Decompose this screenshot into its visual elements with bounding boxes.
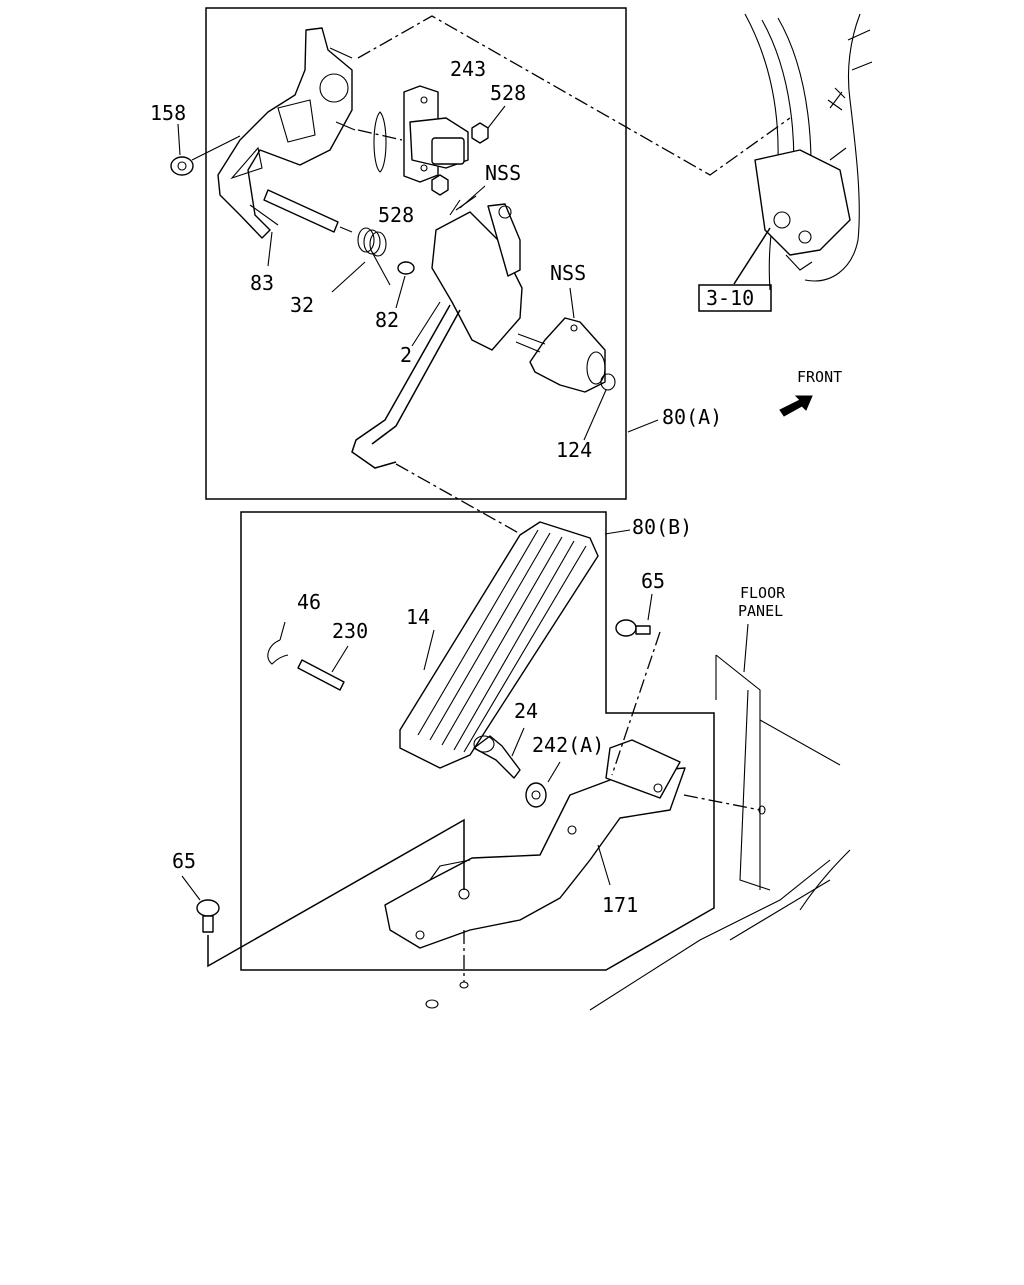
- label-nss-lower: NSS: [550, 261, 586, 285]
- ref-leader: [733, 227, 771, 285]
- label-24: 24: [514, 699, 538, 723]
- label-floor: FLOOR: [740, 584, 786, 602]
- ref-box: [698, 284, 772, 312]
- label-158: 158: [150, 101, 186, 125]
- leaders-lower: [181, 529, 766, 1009]
- floor-panel: [589, 654, 851, 1011]
- label-ref-3-10: 3-10: [706, 286, 754, 310]
- front-arrow-icon: [779, 395, 813, 417]
- label-243: 243: [450, 57, 486, 81]
- label-528-lower: 528: [378, 203, 414, 227]
- label-14: 14: [406, 605, 430, 629]
- label-82: 82: [375, 308, 399, 332]
- screw-65-upper: [615, 619, 651, 637]
- label-2: 2: [400, 343, 412, 367]
- label-242a: 242(A): [532, 733, 604, 757]
- label-230: 230: [332, 619, 368, 643]
- clip-46: [267, 639, 289, 665]
- label-80b: 80(B): [632, 515, 692, 539]
- label-124: 124: [556, 438, 592, 462]
- label-65-upper: 65: [641, 569, 665, 593]
- label-171: 171: [602, 893, 638, 917]
- pedal-arm-2: [351, 195, 523, 469]
- accelerator-position-sensor: [373, 85, 469, 183]
- label-nss-upper: NSS: [485, 161, 521, 185]
- pedal-bracket-171: [384, 739, 686, 949]
- bushing-82: [397, 261, 415, 275]
- frame-80a: [205, 7, 627, 500]
- label-528-upper: 528: [490, 81, 526, 105]
- label-front: FRONT: [797, 368, 842, 386]
- shaft: [263, 189, 353, 233]
- pedal-pad-14: [399, 521, 599, 769]
- label-83: 83: [250, 271, 274, 295]
- screw-65-lower: [196, 899, 220, 933]
- frame-80b: [240, 511, 715, 971]
- label-panel: PANEL: [738, 602, 783, 620]
- pivot-nss: [515, 317, 616, 393]
- bolt-24: [473, 735, 521, 779]
- nut-528-lower: [431, 174, 449, 196]
- nut-158: [170, 123, 241, 176]
- label-46: 46: [297, 590, 321, 614]
- pedal-bracket: [217, 27, 353, 239]
- nut-528-upper: [471, 105, 506, 144]
- spring-32: [357, 227, 387, 257]
- dashdot-leader-top: [357, 15, 791, 176]
- label-80a: 80(A): [662, 405, 722, 429]
- pin-230: [297, 659, 345, 691]
- vehicle-body-upper: [744, 13, 873, 291]
- screws-upper: [329, 47, 403, 141]
- label-65-lower: 65: [172, 849, 196, 873]
- leaders-upper: [267, 185, 659, 546]
- collar-242a: [525, 782, 547, 808]
- label-32: 32: [290, 293, 314, 317]
